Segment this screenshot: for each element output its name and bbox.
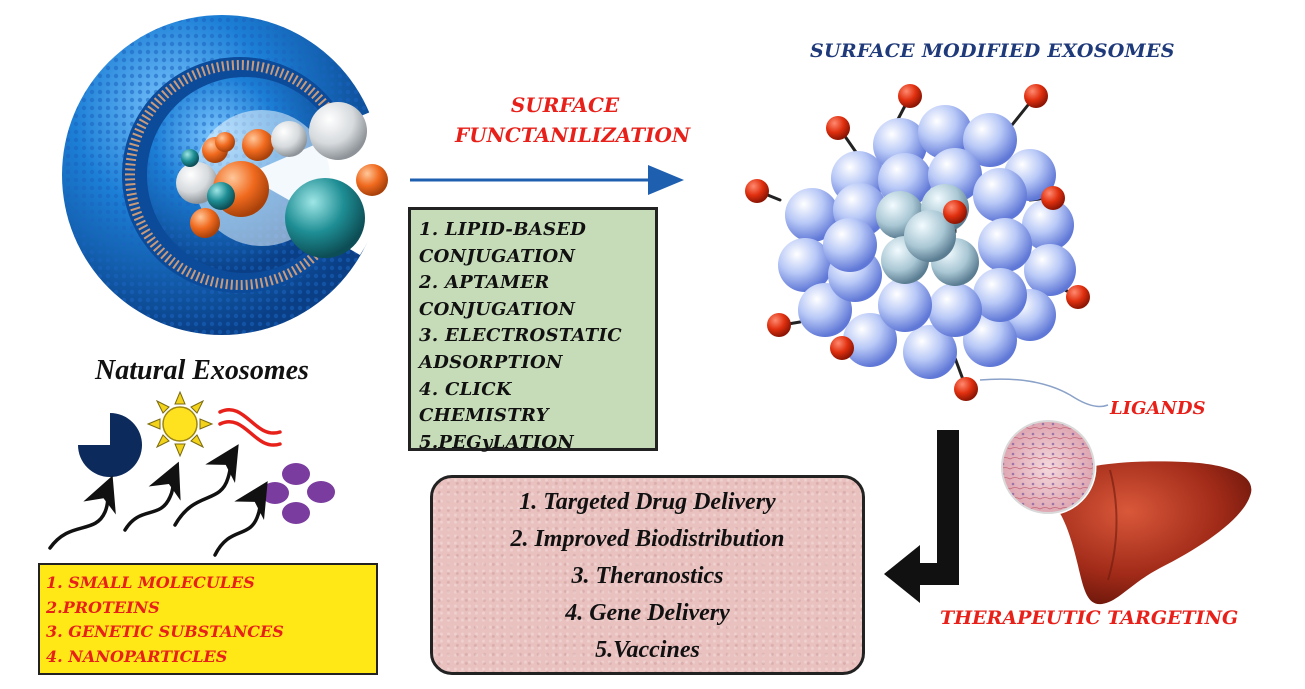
cargo-line: 4. NANOPARTICLES bbox=[46, 646, 228, 666]
method-line: 2. APTAMER bbox=[419, 272, 550, 294]
surface-modified-exosome-icon bbox=[745, 84, 1109, 408]
application-line: 4. Gene Delivery bbox=[565, 600, 730, 626]
method-line: CONJUGATION bbox=[419, 245, 576, 267]
application-line: 5.Vaccines bbox=[595, 637, 700, 663]
curved-arrows bbox=[48, 444, 268, 557]
cargo-types-box: 1. SMALL MOLECULES 2.PROTEINS 3. GENETIC… bbox=[38, 563, 378, 675]
cargo-line: 3. GENETIC SUBSTANCES bbox=[46, 622, 284, 641]
method-line: 1. LIPID-BASED bbox=[419, 219, 587, 240]
targeting-arrow bbox=[884, 430, 959, 603]
surface-functionalization-label: SURFACE FUNCTANILIZATION bbox=[455, 93, 691, 147]
application-line: 2. Improved Biodistribution bbox=[510, 526, 785, 552]
method-line: ADSORPTION bbox=[419, 351, 563, 373]
therapeutic-targeting-label: THERAPEUTIC TARGETING bbox=[940, 607, 1239, 629]
tissue-micrograph-icon bbox=[999, 418, 1097, 516]
applications-box: 1. Targeted Drug Delivery 2. Improved Bi… bbox=[430, 475, 865, 675]
vesicle-cluster-icon bbox=[261, 463, 335, 524]
rna-strand-icon bbox=[218, 408, 282, 447]
ligands-label: LIGANDS bbox=[1110, 398, 1206, 419]
pie-icon bbox=[78, 413, 142, 477]
surface-modified-exosomes-title: SURFACE MODIFIED EXOSOMES bbox=[810, 40, 1175, 62]
method-line: 5.PEGyLATION bbox=[419, 431, 575, 453]
method-line: CONJUGATION bbox=[419, 298, 576, 320]
natural-exosome-icon bbox=[62, 15, 388, 335]
functionalization-methods-box: 1. LIPID-BASED CONJUGATION 2. APTAMER CO… bbox=[408, 207, 658, 453]
natural-exosomes-title: Natural Exosomes bbox=[95, 355, 309, 386]
method-line: 3. ELECTROSTATIC bbox=[419, 325, 622, 347]
application-line: 3. Theranostics bbox=[571, 563, 724, 589]
liver-icon bbox=[1045, 461, 1252, 605]
application-line: 1. Targeted Drug Delivery bbox=[519, 489, 776, 515]
sun-icon bbox=[146, 390, 214, 458]
cargo-line: 1. SMALL MOLECULES bbox=[46, 573, 255, 592]
cargo-line: 2.PROTEINS bbox=[46, 597, 160, 617]
method-line: 4. CLICK CHEMISTRY bbox=[419, 378, 549, 427]
